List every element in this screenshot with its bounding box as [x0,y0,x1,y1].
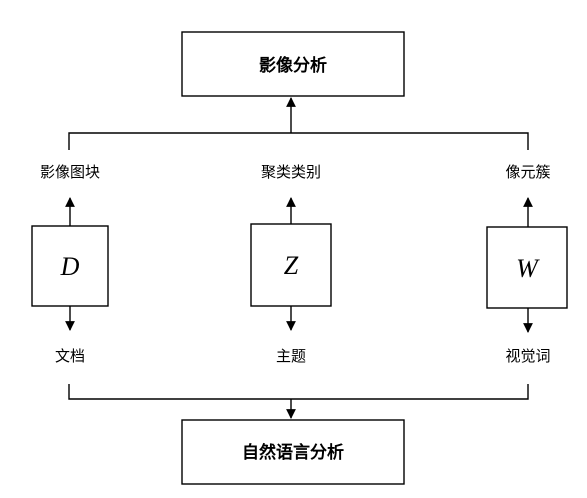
label-topic: 主题 [276,347,306,365]
label-visual-word: 视觉词 [505,347,550,365]
label-document: 文档 [55,347,85,365]
label-image-block: 影像图块 [40,163,100,181]
variable-w: W [516,254,540,283]
variable-box-z [250,223,332,307]
image-analysis-box [181,31,405,97]
label-cluster-category: 聚类类别 [261,163,321,181]
variable-d: D [60,252,80,281]
image-analysis-title: 影像分析 [259,55,327,76]
top-bracket [68,132,529,150]
variable-box-w [486,226,568,309]
label-pixel-cluster: 像元簇 [505,163,550,181]
variable-z: Z [284,251,299,280]
bottom-bracket [68,384,529,400]
nlp-analysis-box [181,419,405,485]
nlp-analysis-title: 自然语言分析 [242,442,344,463]
